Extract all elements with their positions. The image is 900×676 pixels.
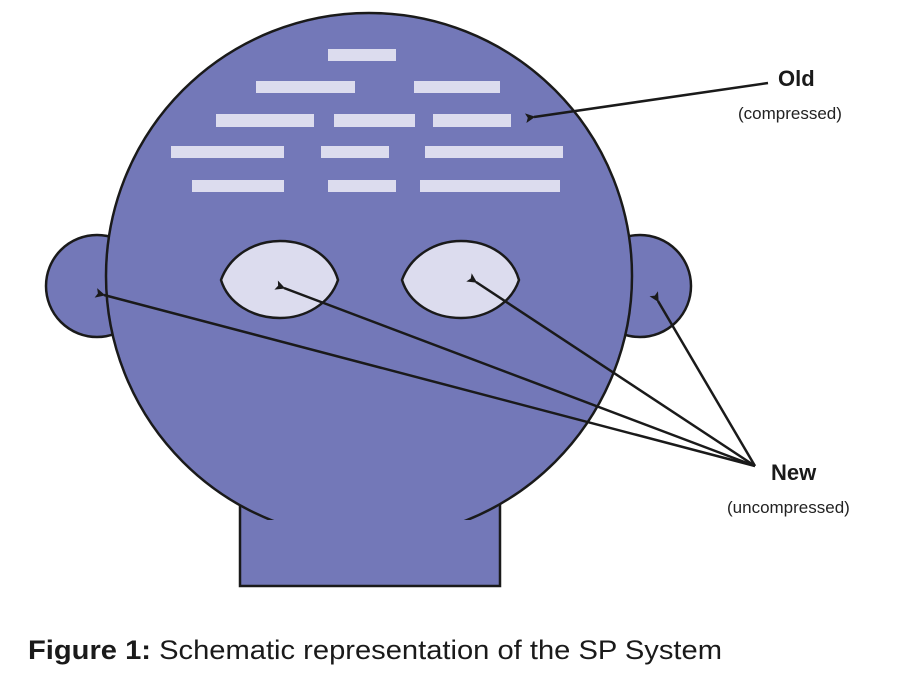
old-sublabel: (compressed)	[738, 104, 842, 123]
new-arrow-right-ear	[649, 291, 757, 467]
memory-bar	[334, 114, 415, 127]
memory-bar	[216, 114, 314, 127]
memory-bar	[433, 114, 511, 127]
new-arrow-right-eye	[466, 273, 756, 468]
new-sublabel: (uncompressed)	[727, 498, 850, 517]
memory-bar	[420, 180, 560, 192]
memory-bar	[328, 180, 396, 192]
new-label: New	[771, 460, 817, 485]
memory-bar	[171, 146, 284, 158]
memory-bar	[256, 81, 355, 93]
caption-text: Schematic representation of the SP Syste…	[151, 635, 722, 665]
new-arrow-left-ear	[94, 288, 756, 468]
memory-bar	[425, 146, 563, 158]
compressed-memory-bars	[171, 49, 563, 192]
old-label: Old	[778, 66, 815, 91]
memory-bar	[414, 81, 500, 93]
figure-caption: Figure 1: Schematic representation of th…	[28, 635, 722, 665]
right-eye	[400, 239, 521, 320]
memory-bar	[192, 180, 284, 192]
old-arrow	[524, 81, 769, 124]
new-arrow-left-eye	[274, 280, 756, 468]
caption-prefix: Figure 1:	[28, 635, 151, 665]
memory-bar	[328, 49, 396, 61]
left-eye	[219, 239, 340, 320]
memory-bar	[321, 146, 389, 158]
